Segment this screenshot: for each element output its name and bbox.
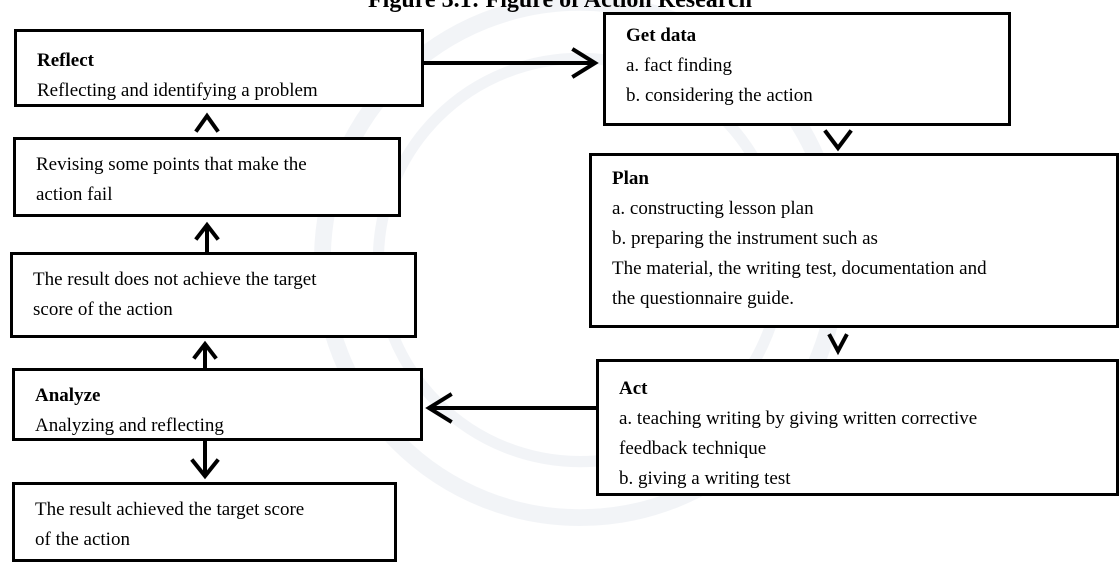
node-line: action fail [36,184,113,205]
node-line: the questionnaire guide. [612,288,795,309]
node-line: b. giving a writing test [619,468,791,489]
node-heading: Analyze [35,385,101,406]
node-line: The result does not achieve the target [33,269,317,290]
node-not-achieved: The result does not achieve the target s… [10,252,417,338]
arrowhead-down-icon [190,458,220,480]
node-heading: Get data [626,25,697,46]
arrowhead-up-icon [194,221,220,241]
node-line: of the action [35,529,130,550]
node-line: a. constructing lesson plan [612,198,814,219]
node-line: b. considering the action [626,85,813,106]
node-line: a. fact finding [626,55,733,76]
node-line: feedback technique [619,438,767,459]
node-heading: Plan [612,168,649,189]
node-heading: Reflect [37,50,94,71]
arrowhead-up-icon [192,340,218,360]
node-line: a. teaching writing by giving written co… [619,408,978,429]
node-line: score of the action [33,299,173,320]
node-line: The result achieved the target score [35,499,305,520]
node-line: b. preparing the instrument such as [612,228,878,249]
node-revise: Revising some points that make the actio… [13,137,401,217]
node-reflect: Reflect Reflecting and identifying a pro… [14,29,424,107]
node-line: Reflecting and identifying a problem [37,80,318,101]
node-line: Analyzing and reflecting [35,415,224,436]
node-achieved: The result achieved the target score of … [12,482,397,562]
node-line: The material, the writing test, document… [612,258,987,279]
figure-title: Figure 3.1: Figure of Action Research [368,0,752,13]
node-analyze: Analyze Analyzing and reflecting [12,368,423,441]
node-heading: Act [619,378,648,399]
node-plan: Plan a. constructing lesson plan b. prep… [589,153,1119,328]
node-act: Act a. teaching writing by giving writte… [596,359,1119,496]
arrowhead-up-icon [194,112,220,133]
node-line: Revising some points that make the [36,154,307,175]
node-get-data: Get data a. fact finding b. considering … [603,12,1011,126]
